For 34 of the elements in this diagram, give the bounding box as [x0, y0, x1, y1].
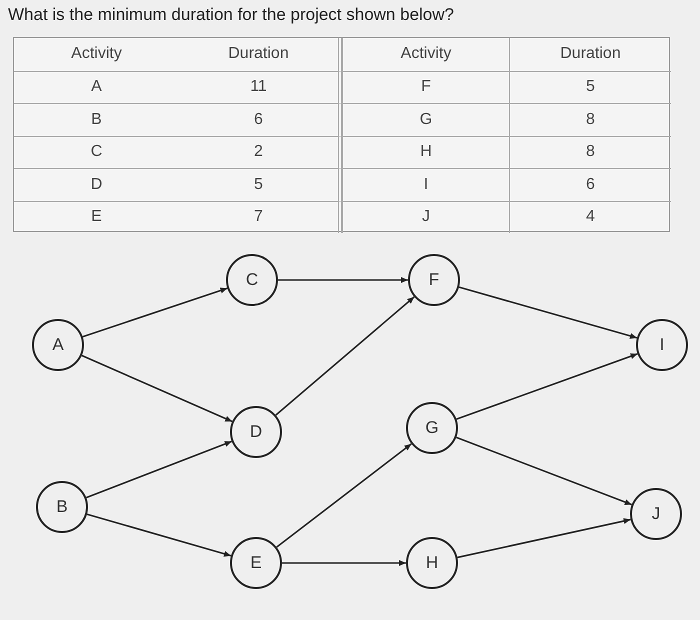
table-cell: 8: [509, 103, 671, 136]
table-cell: G: [342, 103, 509, 136]
arrow: [276, 443, 412, 548]
column-header: Duration: [179, 38, 342, 70]
column-header: Duration: [509, 38, 671, 70]
table-cell: B: [14, 103, 179, 136]
table-cell: 11: [179, 70, 342, 103]
table-cell: 6: [179, 103, 342, 136]
table-cell: 4: [509, 200, 671, 233]
table-cell: H: [342, 136, 509, 168]
table-cell: 8: [509, 136, 671, 168]
arrow: [278, 277, 408, 283]
column-header: Activity: [70, 44, 123, 64]
table-cell: J: [342, 200, 509, 233]
arrow: [456, 353, 638, 420]
arrow: [282, 560, 406, 566]
column-header: Activity: [342, 38, 509, 70]
question-text: What is the minimum duration for the project shown below?: [8, 4, 454, 26]
table-cell: E: [14, 200, 179, 233]
table-cell: 5: [179, 168, 342, 200]
arrow: [458, 286, 638, 339]
table-cell: I: [342, 168, 509, 200]
table-cell: 6: [509, 168, 671, 200]
table-cell: A: [14, 70, 179, 103]
table-cell: D: [14, 168, 179, 200]
table-cell: 5: [509, 70, 671, 103]
arrow: [82, 288, 228, 338]
arrow: [275, 296, 415, 416]
arrow: [457, 518, 631, 558]
table-cell: C: [14, 136, 179, 168]
table-cell: 2: [179, 136, 342, 168]
arrow: [86, 513, 232, 557]
table-cell: F: [342, 70, 509, 103]
table-cell: 7: [179, 200, 342, 233]
